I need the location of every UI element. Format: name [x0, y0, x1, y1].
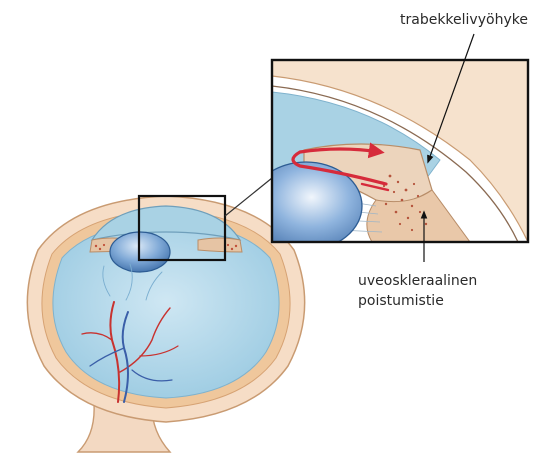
uveoscleral-label-line2: poistumistie — [358, 291, 444, 311]
zoom-inset — [250, 60, 528, 250]
eyeball-illustration — [27, 196, 304, 452]
uveoscleral-label-line1: uveoskleraalinen — [358, 271, 477, 291]
trabecular-zone-label: trabekkelivyöhyke — [400, 10, 528, 30]
zoom-connector-line — [225, 178, 272, 216]
